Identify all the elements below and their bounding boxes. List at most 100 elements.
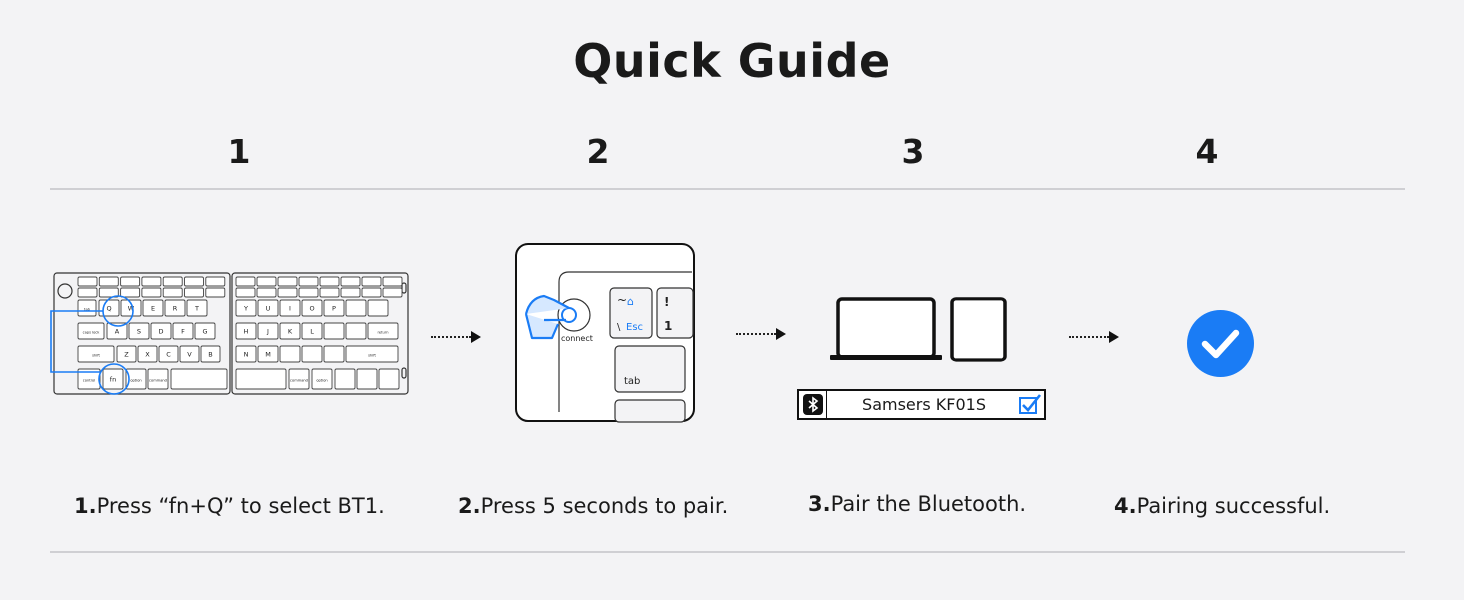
key-f: [172, 322, 194, 340]
bluetooth-device-row[interactable]: Samsers KF01S: [797, 389, 1046, 420]
keyboard-key-label: G: [202, 328, 207, 336]
keyboard-key-label: command: [290, 379, 308, 383]
keyboard-key-label: J: [266, 328, 269, 336]
step-number-4: 4: [1195, 132, 1219, 171]
keyboard-key-label: R: [173, 305, 178, 313]
keyboard-key-label: option: [130, 379, 141, 383]
checkbox-checked-icon[interactable]: [1018, 393, 1042, 415]
key-w: [120, 299, 142, 317]
keyboard-key: [382, 287, 403, 298]
keyboard-key-label: option: [316, 379, 327, 383]
tab-key: [77, 299, 97, 317]
keyboard-key-label: X: [145, 351, 150, 359]
keyboard-key: [279, 345, 301, 363]
key-r: [164, 299, 186, 317]
keyboard-key: [120, 276, 141, 287]
key-s: [128, 322, 150, 340]
keyboard-key: [334, 368, 356, 390]
keyboard-key: [256, 276, 277, 287]
step-number-3: 3: [901, 132, 925, 171]
key-j: [257, 322, 279, 340]
key-v: [179, 345, 200, 363]
keyboard-key-label: return: [378, 331, 389, 335]
key-g: [194, 322, 216, 340]
keyboard-key-label: L: [310, 328, 314, 336]
keyboard-key: [319, 276, 340, 287]
one-key-label: 1: [664, 319, 672, 333]
keyboard-key: [77, 287, 98, 298]
keyboard-key: [141, 276, 162, 287]
keyboard-key: [298, 276, 319, 287]
option-key: [125, 368, 147, 390]
keyboard-key: [340, 287, 361, 298]
keyboard-key: [277, 276, 298, 287]
svg-text:\: \: [617, 322, 621, 333]
keyboard-key-label: I: [289, 305, 291, 313]
key-x: [137, 345, 158, 363]
return-key: [367, 322, 399, 340]
keyboard-key: [345, 322, 367, 340]
key-p: [323, 299, 345, 317]
keyboard-key: [235, 368, 287, 390]
fn-key: [102, 368, 124, 390]
tablet-icon: [950, 297, 1007, 362]
step-caption-1: 1.Press “fn+Q” to select BT1.: [74, 494, 385, 518]
keyboard-key: [382, 276, 403, 287]
device-name: Samsers KF01S: [862, 395, 986, 414]
bottom-divider: [50, 551, 1405, 553]
keyboard-key-label: B: [208, 351, 212, 359]
keyboard-key-label: tab: [84, 308, 91, 312]
keyboard-key-label: U: [266, 305, 271, 313]
keyboard-key-label: N: [244, 351, 249, 359]
key-c: [158, 345, 179, 363]
keyboard-key: [98, 287, 119, 298]
keyboard-key: [98, 276, 119, 287]
esc-key-label: Esc: [626, 322, 643, 333]
keyboard-key: [277, 287, 298, 298]
keyboard-key: [301, 345, 323, 363]
key-h: [235, 322, 257, 340]
keyboard-key-label: K: [288, 328, 293, 336]
keyboard-key: [319, 287, 340, 298]
key-m: [257, 345, 279, 363]
control-key: [77, 368, 101, 390]
devices-illustration: [830, 297, 1007, 362]
right-option-key: [311, 368, 333, 390]
key-b: [200, 345, 221, 363]
key-t: [186, 299, 208, 317]
keyboard-key-label: S: [137, 328, 141, 336]
key-e: [142, 299, 164, 317]
keyboard-key: [323, 322, 345, 340]
keyboard-key: [235, 276, 256, 287]
keyboard-key-label: T: [194, 305, 199, 313]
keyboard-key: [367, 299, 389, 317]
key-k: [279, 322, 301, 340]
keyboard-key: [378, 368, 400, 390]
connect-button-illustration: connect ~ ⌂ \ Esc ! 1 tab: [515, 243, 695, 423]
keyboard-key-label: C: [166, 351, 171, 359]
keyboard-key: [356, 368, 378, 390]
keyboard-key: [184, 276, 204, 287]
tab-key-label: tab: [624, 376, 640, 387]
key-y: [235, 299, 257, 317]
keyboard-key-label: fn: [110, 376, 116, 384]
keyboard-key: [205, 287, 226, 298]
keyboard-key-label: E: [151, 305, 155, 313]
keyboard-key: [170, 368, 228, 390]
arrow-1-2: [431, 331, 481, 343]
command-key: [147, 368, 169, 390]
keyboard-key: [77, 276, 98, 287]
keyboard-key: [162, 276, 183, 287]
keyboard-key: [184, 287, 204, 298]
bang-key-label: !: [664, 295, 669, 309]
keyboard-key-label: P: [332, 305, 336, 313]
keyboard-key: [235, 287, 256, 298]
keyboard-key: [162, 287, 183, 298]
key-o: [301, 299, 323, 317]
step-number-2: 2: [586, 132, 610, 171]
step-number-1: 1: [227, 132, 251, 171]
keyboard-key: [361, 276, 382, 287]
shift-key: [77, 345, 115, 363]
keyboard-key: [340, 276, 361, 287]
